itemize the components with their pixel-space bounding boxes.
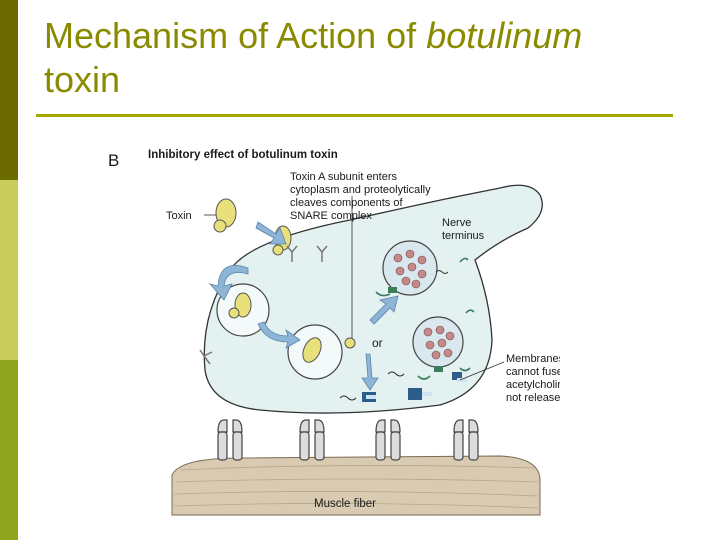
toxin-a-subunit: [344, 337, 356, 349]
process-arrows: [208, 221, 399, 391]
docked-vesicle: [362, 372, 467, 402]
receptor: [217, 419, 243, 461]
panel-letter: B: [108, 151, 119, 170]
vesicle: [382, 240, 438, 296]
subunit-note-line-4: SNARE complex: [290, 210, 372, 222]
membranes-note-line-1: Membranes: [506, 353, 560, 365]
receptor: [375, 419, 401, 461]
sidebar-block-light: [0, 180, 18, 360]
title-italic: botulinum: [426, 15, 583, 56]
sidebar-block-mid: [0, 360, 18, 540]
toxin-in-endosome: [228, 292, 252, 319]
label-toxin: Toxin: [166, 210, 192, 222]
figure-heading: Inhibitory effect of botulinum toxin: [148, 149, 338, 161]
subunit-note-line-3: cleaves components of: [290, 197, 403, 209]
subunit-note-line-1: Toxin A subunit enters: [290, 171, 398, 183]
muscle-label: Muscle fiber: [314, 498, 376, 510]
receptor: [453, 419, 479, 461]
receptor-group: [217, 419, 479, 461]
title-suffix: toxin: [44, 59, 121, 100]
membranes-pointer: [459, 361, 505, 381]
membranes-note-line-2: cannot fuse;: [506, 366, 560, 378]
receptor: [299, 419, 325, 461]
botulinum-diagram: B Inhibitory effect of botulinum toxin T…: [108, 149, 560, 516]
squiggles: [339, 270, 449, 401]
title-prefix: Mechanism of Action of: [44, 15, 427, 56]
muscle-fiber: [171, 455, 541, 516]
toxin-molecule: [213, 198, 237, 233]
nerve-terminus-line-1: Nerve: [442, 217, 471, 229]
membranes-note-line-3: acetylcholine: [506, 379, 560, 391]
membranes-note-line-4: not released: [506, 392, 560, 404]
slide-title: Mechanism of Action of botulinum toxin: [44, 14, 684, 102]
receptor-y: [199, 245, 328, 365]
vesicle: [412, 316, 464, 368]
nerve-terminus-line-2: terminus: [442, 230, 485, 242]
subunit-note-line-2: cytoplasm and proteolytically: [290, 184, 431, 196]
title-rule: [36, 114, 673, 117]
sidebar-block-dark: [0, 0, 18, 180]
or-label: or: [372, 336, 383, 350]
snare-fragments: [375, 257, 475, 380]
